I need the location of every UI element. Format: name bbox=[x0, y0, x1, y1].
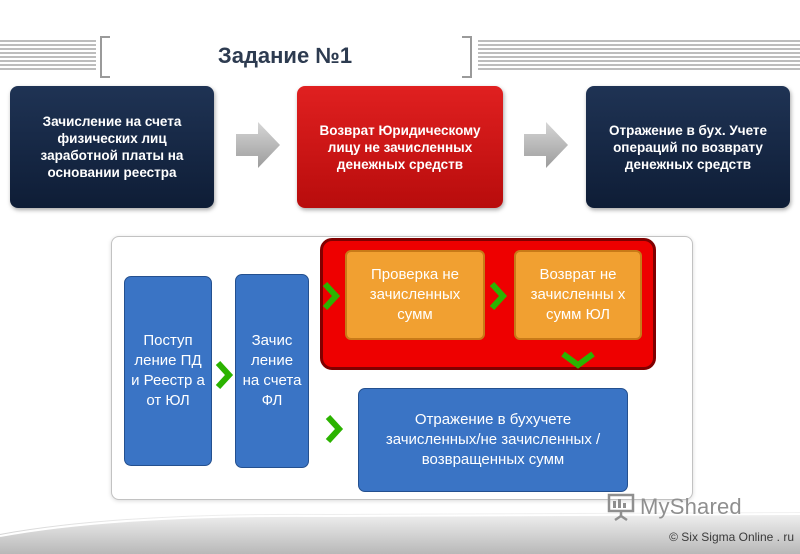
title-bracket-right bbox=[462, 36, 472, 78]
node-receipt-pd-registry: Поступ ление ПД и Реестр а от ЮЛ bbox=[124, 276, 212, 466]
page-title: Задание №1 bbox=[217, 43, 353, 68]
gray-arrow-right-icon bbox=[236, 122, 280, 168]
chevron-right-icon bbox=[489, 281, 508, 311]
node-check-uncredited: Проверка не зачисленных сумм bbox=[345, 250, 485, 340]
chevron-down-icon bbox=[561, 351, 595, 369]
footer-swoosh bbox=[0, 512, 800, 554]
step-payroll-credit: Зачисление на счета физических лиц зараб… bbox=[10, 86, 214, 208]
copyright-credit: © Six Sigma Online . ru bbox=[669, 530, 794, 544]
chevron-right-icon bbox=[215, 360, 234, 390]
node-accounting-reflection: Отражение в бухучете зачисленных/не зачи… bbox=[358, 388, 628, 492]
gray-arrow-right-icon bbox=[524, 122, 568, 168]
step-return-legal-entity: Возврат Юридическому лицу не зачисленных… bbox=[297, 86, 503, 208]
presentation-board-icon bbox=[607, 493, 635, 522]
node-credit-accounts: Зачис ление на счета ФЛ bbox=[235, 274, 309, 468]
chevron-right-icon bbox=[325, 414, 344, 444]
chevron-right-icon bbox=[322, 281, 341, 311]
node-return-uncredited: Возврат не зачисленны х сумм ЮЛ bbox=[514, 250, 642, 340]
header-stripes-left bbox=[0, 40, 96, 70]
logo-text: MyShared bbox=[640, 494, 742, 519]
header-stripes-right bbox=[478, 40, 800, 70]
step-accounting-reflection: Отражение в бух. Учете операций по возвр… bbox=[586, 86, 790, 208]
myshared-logo[interactable]: MyShared bbox=[606, 490, 742, 524]
title-bracket-left bbox=[100, 36, 110, 78]
